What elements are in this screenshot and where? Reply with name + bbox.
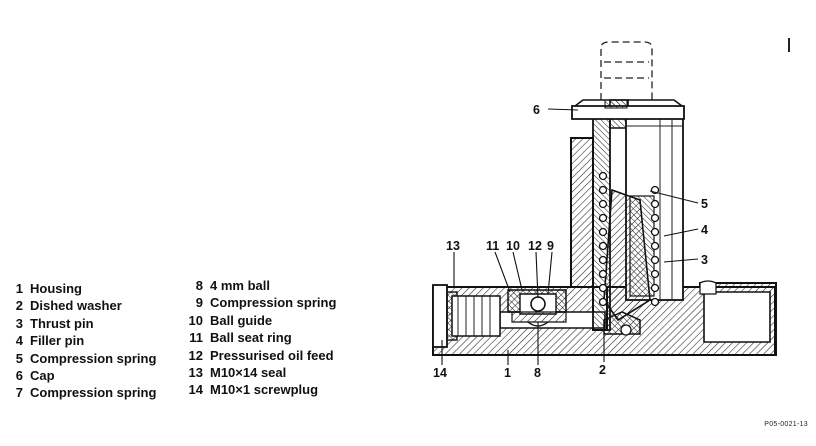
margin-mark [788,38,790,52]
ball-icon [530,296,546,312]
callout-4: 4 [701,223,708,237]
callout-11: 11 [486,239,499,253]
dished-washer [603,311,641,336]
ball-valve [507,289,567,327]
thrust-pin [603,188,655,322]
callout-labels: 6 5 4 3 13 11 10 12 9 14 1 8 2 [433,103,708,380]
callout-8: 8 [534,366,541,380]
callout-5: 5 [701,197,708,211]
screwplug [432,284,501,348]
callout-2: 2 [599,363,606,377]
cap [571,99,685,120]
callout-12: 12 [528,239,542,253]
callout-13: 13 [446,239,460,253]
leader-lines [441,108,699,365]
reference-code: P05-0021-13 [764,421,808,428]
callout-9: 9 [547,239,554,253]
pin-extension-dashed [600,41,653,100]
callout-6: 6 [533,103,540,117]
callout-14: 14 [433,366,447,380]
callout-10: 10 [506,239,520,253]
callout-1: 1 [504,366,511,380]
compression-spring [598,171,660,307]
callout-3: 3 [701,253,708,267]
